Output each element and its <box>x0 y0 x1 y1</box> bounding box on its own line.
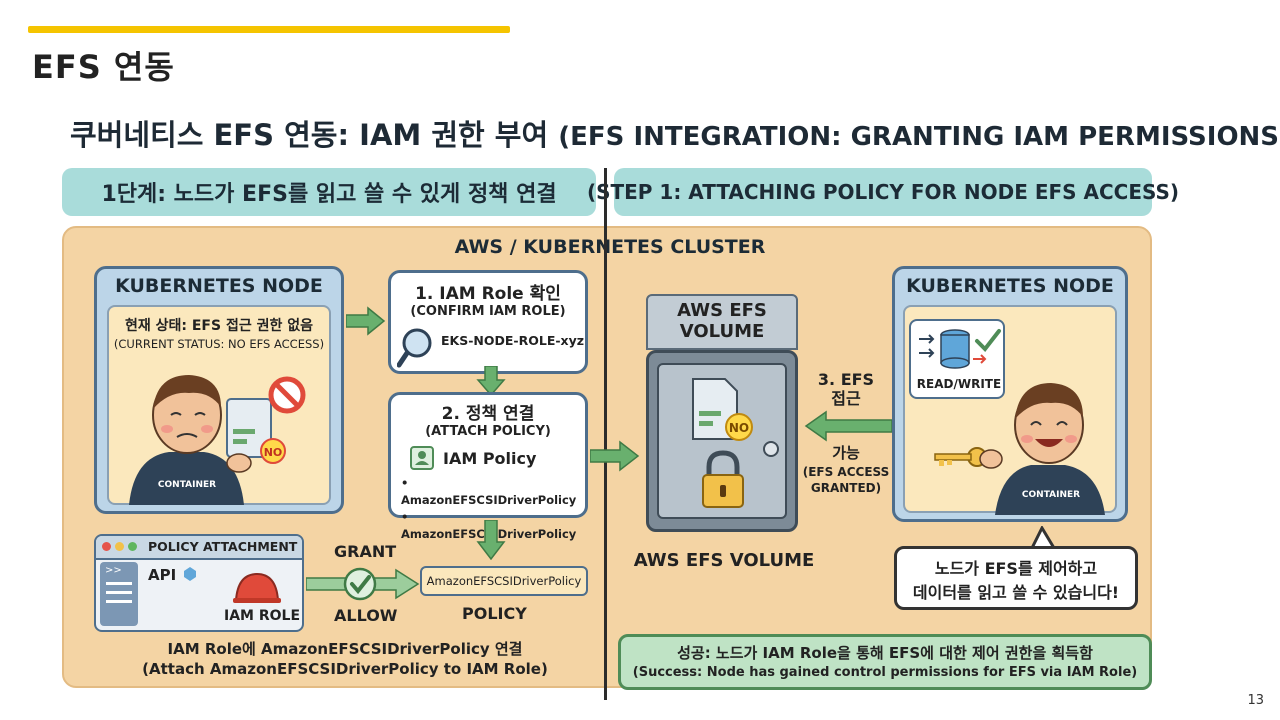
accent-bar <box>28 26 510 33</box>
window-titlebar: POLICY ATTACHMENT <box>96 536 302 560</box>
happy-worker-illustration: CONTAINER <box>934 383 1105 515</box>
sad-worker-illustration: CONTAINER NO <box>129 375 306 505</box>
efs-safe: NO <box>646 350 798 532</box>
arrow-step1-to-step2 <box>476 366 506 396</box>
step1-title: 1. IAM Role 확인 <box>415 284 561 304</box>
step-pill-en: (STEP 1: ATTACHING POLICY FOR NODE EFS A… <box>587 168 1179 216</box>
magnifier-icon <box>397 328 432 368</box>
arrow-to-efs <box>590 440 640 472</box>
figure-title-en: (EFS INTEGRATION: GRANTING IAM PERMISSIO… <box>558 122 1280 152</box>
database-icon <box>919 329 1001 369</box>
efs-header-line1: AWS EFS <box>677 300 767 321</box>
read-write-card: READ/WRITE <box>909 319 1005 399</box>
window-close-dot <box>102 542 111 551</box>
id-card-icon <box>410 446 434 470</box>
window-sidebar: >> <box>100 562 138 626</box>
hard-hat-icon <box>233 572 281 603</box>
window-maximize-dot <box>128 542 137 551</box>
arrow-step2-to-policy <box>476 520 506 560</box>
policy-attachment-window: POLICY ATTACHMENT >> API IAM ROLE <box>94 534 304 632</box>
figure-title-ko: 쿠버네티스 EFS 연동: IAM 권한 부여 <box>70 118 549 152</box>
step3-granted-en: (EFS ACCESS GRANTED) <box>802 465 890 495</box>
success-ko: 성공: 노드가 IAM Role을 통해 EFS에 대한 제어 권한을 획득함 <box>677 644 1093 662</box>
read-write-label: READ/WRITE <box>916 377 1002 391</box>
policy-label: POLICY <box>462 604 527 623</box>
success-en: (Success: Node has gained control permis… <box>632 665 1138 680</box>
speech-bubble: 노드가 EFS를 제어하고 데이터를 읽고 쓸 수 있습니다! <box>894 546 1138 610</box>
api-label: API <box>148 566 177 584</box>
right-node-box: KUBERNETES NODE READ/WRITE CONTAINER <box>892 266 1128 522</box>
attachment-caption-ko: IAM Role에 AmazonEFSCSIDriverPolicy 연결 <box>167 640 523 658</box>
step3-title: 3. EFS 접근 <box>817 370 875 408</box>
step2-subtitle: (ATTACH POLICY) <box>425 424 551 439</box>
iam-role-label: IAM ROLE <box>224 608 301 624</box>
arrow-access-to-efs <box>804 410 893 442</box>
policy-chip: AmazonEFSCSIDriverPolicy <box>420 566 588 596</box>
left-node-header: KUBERNETES NODE <box>115 275 323 297</box>
speech-line2: 데이터를 읽고 쓸 수 있습니다! <box>912 583 1120 602</box>
window-minimize-dot <box>115 542 124 551</box>
left-no-badge: NO <box>264 446 283 459</box>
step1-role-name: EKS-NODE-ROLE-xyz <box>441 333 585 348</box>
right-node-panel: READ/WRITE CONTAINER <box>903 305 1117 515</box>
step1-subtitle: (CONFIRM IAM ROLE) <box>410 304 566 319</box>
efs-header-line2: VOLUME <box>679 321 765 342</box>
speech-line1: 노드가 EFS를 제어하고 <box>934 559 1098 578</box>
left-node-box: KUBERNETES NODE 현재 상태: EFS 접근 권한 없음 (CUR… <box>94 266 344 514</box>
right-node-header: KUBERNETES NODE <box>906 275 1114 297</box>
attachment-caption-en: (Attach AmazonEFSCSIDriverPolicy to IAM … <box>142 660 548 678</box>
success-banner: 성공: 노드가 IAM Role을 통해 EFS에 대한 제어 권한을 획득함 … <box>618 634 1152 690</box>
efs-no-badge: NO <box>729 421 749 435</box>
cluster-label: AWS / KUBERNETES CLUSTER <box>454 236 766 258</box>
left-status-ko: 현재 상태: EFS 접근 권한 없음 <box>125 318 313 334</box>
step2-policy-item: • AmazonEFSCSIDriverPolicy <box>401 476 577 507</box>
key-icon <box>934 447 987 467</box>
efs-safe-contents: NO <box>692 378 779 508</box>
left-node-panel: 현재 상태: EFS 접근 권한 없음 (CURRENT STATUS: NO … <box>107 305 331 505</box>
grant-arrow <box>306 567 420 601</box>
step3-granted-ko: 가능 <box>832 444 860 462</box>
step2-policy-heading: IAM Policy <box>443 449 537 468</box>
prohibited-icon <box>268 376 306 414</box>
slide-title: EFS 연동 <box>32 48 175 86</box>
window-title: POLICY ATTACHMENT <box>148 539 298 554</box>
arrow-to-step1 <box>346 306 386 336</box>
step2-card: 2. 정책 연결 (ATTACH POLICY) IAM Policy • Am… <box>388 392 588 541</box>
checkmark-icon <box>343 567 377 601</box>
allow-label: ALLOW <box>334 606 398 625</box>
efs-header: AWS EFS VOLUME <box>646 294 798 350</box>
grant-label: GRANT <box>334 542 397 561</box>
figure-title: 쿠버네티스 EFS 연동: IAM 권한 부여 (EFS INTEGRATION… <box>70 112 1280 154</box>
left-shirt-text: CONTAINER <box>158 480 216 490</box>
efs-footer: AWS EFS VOLUME <box>633 550 815 571</box>
center-divider <box>604 168 607 700</box>
lock-icon <box>702 450 744 508</box>
step-pill-ko: 1단계: 노드가 EFS를 읽고 쓸 수 있게 정책 연결 <box>62 168 596 216</box>
left-status-en: (CURRENT STATUS: NO EFS ACCESS) <box>113 337 325 351</box>
step2-title: 2. 정책 연결 <box>441 404 535 424</box>
gear-icon <box>184 567 196 581</box>
right-shirt-text: CONTAINER <box>1022 490 1080 500</box>
page-number: 13 <box>1247 693 1264 708</box>
step1-card: 1. IAM Role 확인 (CONFIRM IAM ROLE) EKS-NO… <box>388 270 588 374</box>
